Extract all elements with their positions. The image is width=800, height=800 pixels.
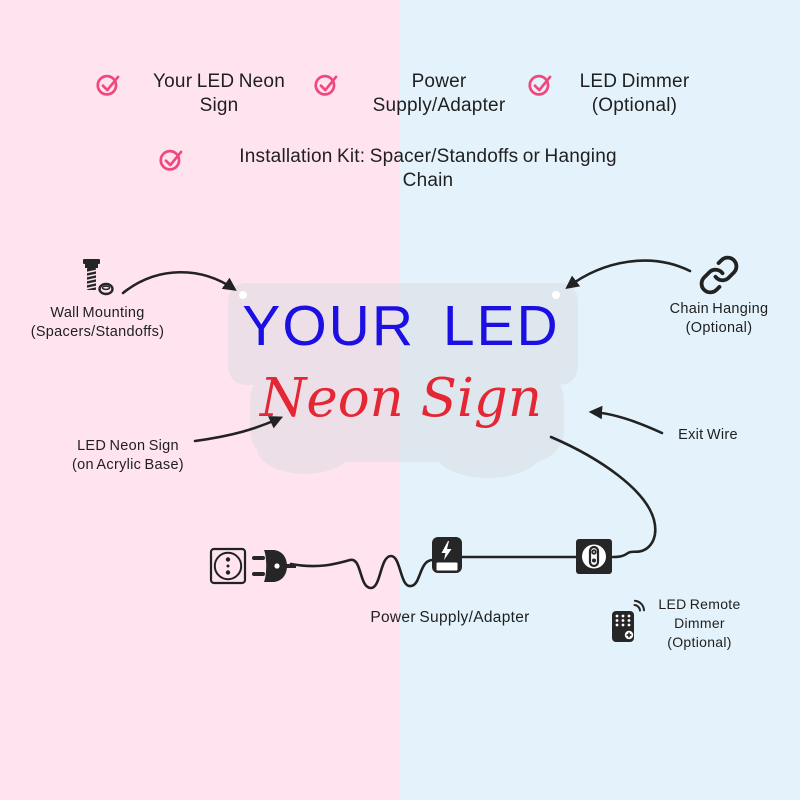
power-plug-icon [252,550,296,582]
sign-text-script: Neon Sign [260,368,542,429]
mounting-hole-left [239,291,247,299]
inline-dimmer-icon [576,539,612,574]
remote-control-icon [612,599,645,642]
led-neon-sign-label: LED Neon Sign (on Acrylic Base) [38,437,218,475]
checklist-label: Chain [402,170,454,191]
chain-link-icon [699,255,739,295]
wall-mounting-line1: Wall Mounting [50,305,145,321]
checklist-label: Sign [199,95,239,116]
chain-hanging-line2: (Optional) [685,320,753,336]
power-supply-line1: Power Supply/Adapter [370,609,530,626]
check-icon [159,149,183,171]
mounting-hole-right [552,291,560,299]
exit-wire-label: Exit Wire [668,426,748,445]
arrow-chain-hanging [565,259,692,290]
led-neon-sign-line1: LED Neon Sign [77,438,179,454]
arrow-exit-wire [588,405,664,435]
check-icon [96,74,120,96]
power-outlet-icon [209,547,247,585]
wall-mounting-line2: (Spacers/Standoffs) [30,324,165,340]
arrow-led-neon-sign [193,416,284,443]
checklist-item-installation-kit: Installation Kit: Spacer/Standoffs or Ha… [158,145,663,193]
checklist-label: Power [411,71,467,92]
power-supply-label: Power Supply/Adapter [340,608,560,627]
check-icon [314,74,338,96]
checklist-label: LED Dimmer [579,71,690,92]
power-adapter-icon [432,537,462,573]
remote-dimmer-label: LED Remote Dimmer (Optional) [642,595,757,652]
led-neon-sign-line2: (on Acrylic Base) [72,457,184,473]
checklist-item-neon-sign: Your LED Neon Sign [95,70,308,118]
checklist-label: Your LED Neon [153,71,285,92]
remote-dimmer-line1: LED Remote [658,596,741,612]
exit-wire-cable [549,435,657,559]
checklist-label: Installation Kit: Spacer/Standoffs or Ha… [239,146,617,167]
sign-text-main: YOUR LED [242,294,560,358]
exit-wire-line1: Exit Wire [678,427,738,443]
checklist-item-dimmer: LED Dimmer (Optional) [527,70,707,118]
wall-mounting-label: Wall Mounting (Spacers/Standoffs) [10,304,185,342]
checklist-label: Supply/Adapter [372,95,506,116]
checklist-label: (Optional) [591,95,678,116]
remote-dimmer-line2: Dimmer [674,615,725,631]
check-icon [528,74,552,96]
plug-to-adapter-cable [289,554,434,590]
remote-dimmer-line3: (Optional) [667,634,732,650]
screw-icon [83,259,114,296]
arrow-wall-mounting [121,270,237,295]
signal-waves-icon [633,599,645,612]
chain-hanging-label: Chain Hanging (Optional) [638,300,800,338]
checklist-item-power-supply: Power Supply/Adapter [313,70,530,118]
chain-hanging-line1: Chain Hanging [669,301,769,317]
